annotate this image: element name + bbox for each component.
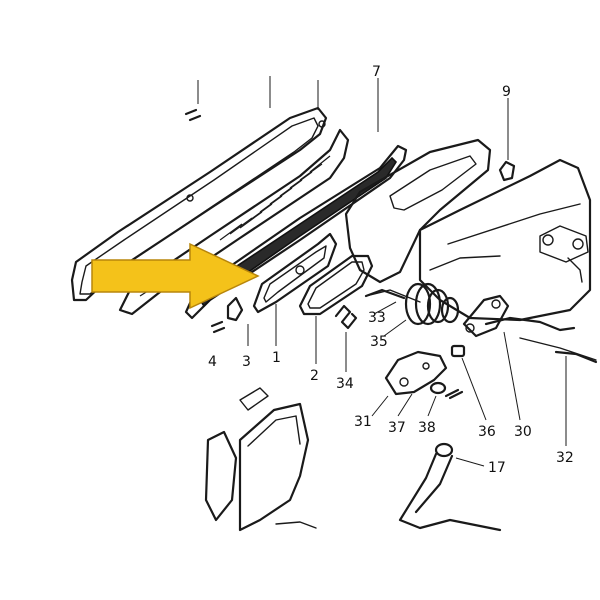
callout-38: 38 [418,420,436,436]
mesh-screen [184,144,408,320]
callout-1: 1 [272,350,281,366]
screw-4 [210,320,226,334]
callout-33: 33 [368,310,386,326]
callout-4: 4 [208,354,217,370]
highlight-arrow [91,242,260,310]
rect-gasket [298,254,374,316]
rod [364,288,406,300]
mounting-bracket [384,350,448,396]
callout-36: 36 [478,424,496,440]
screw-top [184,108,202,122]
callout-35: 35 [370,334,388,350]
callout-30: 30 [514,424,532,440]
washer [429,381,447,395]
callout-labels: 7 9 4 3 1 2 34 33 35 31 37 38 36 30 32 1… [208,64,574,476]
curved-hose [398,442,502,532]
control-linkage [365,225,598,364]
small-bolt [450,344,466,358]
lever-plate [462,294,510,338]
inner-bracket [252,232,338,314]
callout-9: 9 [502,84,511,100]
callout-2: 2 [310,368,319,384]
lower-duct [204,387,317,532]
callout-31: 31 [354,414,372,430]
callout-34: 34 [336,376,354,392]
bellows-coupling [404,282,460,326]
small-clip-3 [226,296,244,322]
callout-37: 37 [388,420,406,436]
leader-lines [197,76,567,467]
small-clip [498,160,516,182]
callout-3: 3 [242,354,251,370]
callout-17: 17 [488,460,506,476]
spring [334,304,358,330]
callout-32: 32 [556,450,574,466]
screw [444,388,464,400]
callout-7: 7 [372,64,381,80]
